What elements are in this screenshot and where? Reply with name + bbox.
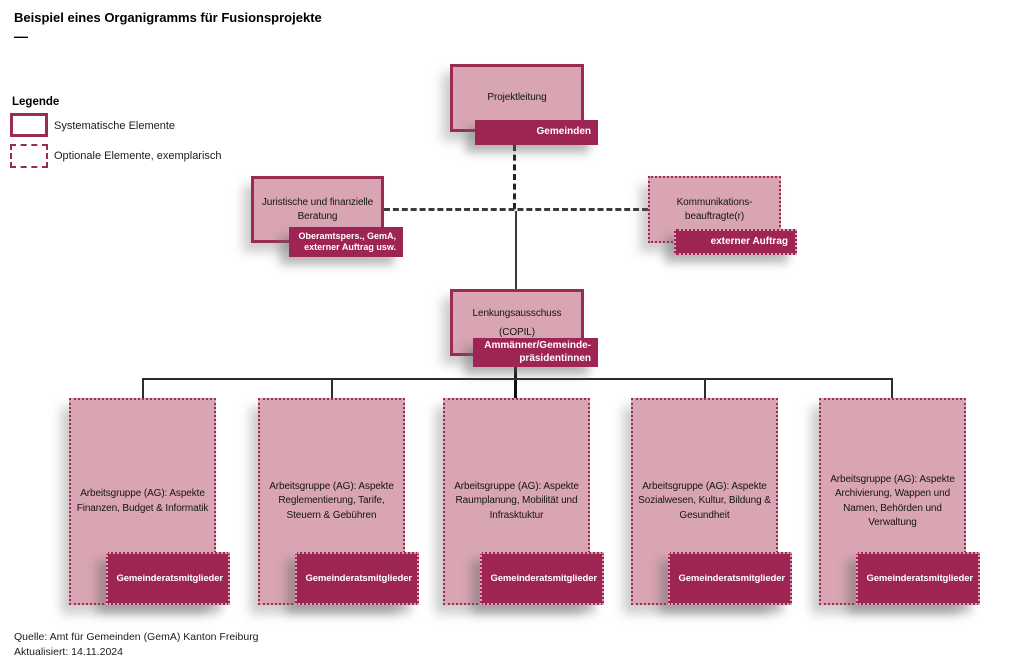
legend-item-optional: Optionale Elemente, exemplarisch (54, 150, 222, 162)
connector-lenkungsausschuss-bus (514, 366, 517, 398)
badge-lenkungsausschuss: Ammänner/Gemeinde- präsidentinnen (473, 338, 598, 367)
badge-projektleitung: Gemeinden (475, 120, 598, 145)
connector-drop-workgroup-4 (704, 379, 706, 398)
badge-workgroup-raumplanung: Gemeinderatsmitglieder (480, 552, 604, 605)
footer-updated: Aktualisiert: 14.11.2024 (14, 646, 123, 659)
connector-projektleitung-lenkungsausschuss (515, 211, 517, 289)
connector-projektleitung-vertical-dashed (513, 145, 516, 209)
badge-workgroup-sozialwesen: Gemeinderatsmitglieder (668, 552, 792, 605)
badge-workgroup-archivierung: Gemeinderatsmitglieder (856, 552, 980, 605)
legend-item-systematic: Systematische Elemente (54, 120, 176, 132)
connector-workgroup-bus (142, 378, 893, 380)
connector-drop-workgroup-2 (331, 379, 333, 398)
badge-juristische-beratung: Oberamtspers., GemA, externer Auftrag us… (289, 227, 403, 257)
title-dash: — (14, 28, 28, 44)
legend-dashed-swatch (10, 144, 48, 168)
connector-drop-workgroup-1 (142, 379, 144, 398)
legend-solid-swatch (10, 113, 48, 137)
connector-drop-workgroup-5 (891, 379, 893, 398)
legend-heading: Legende (12, 96, 60, 108)
badge-workgroup-reglementierung: Gemeinderatsmitglieder (295, 552, 419, 605)
footer-source: Quelle: Amt für Gemeinden (GemA) Kanton … (14, 631, 259, 643)
page-title: Beispiel eines Organigramms für Fusionsp… (14, 10, 322, 25)
footer: Quelle: Amt für Gemeinden (GemA) Kanton … (14, 630, 259, 660)
connector-beratung-kommunikation-dashed (384, 208, 648, 211)
badge-kommunikationsbeauftragte: externer Auftrag (674, 229, 797, 255)
badge-workgroup-finanzen: Gemeinderatsmitglieder (106, 552, 230, 605)
